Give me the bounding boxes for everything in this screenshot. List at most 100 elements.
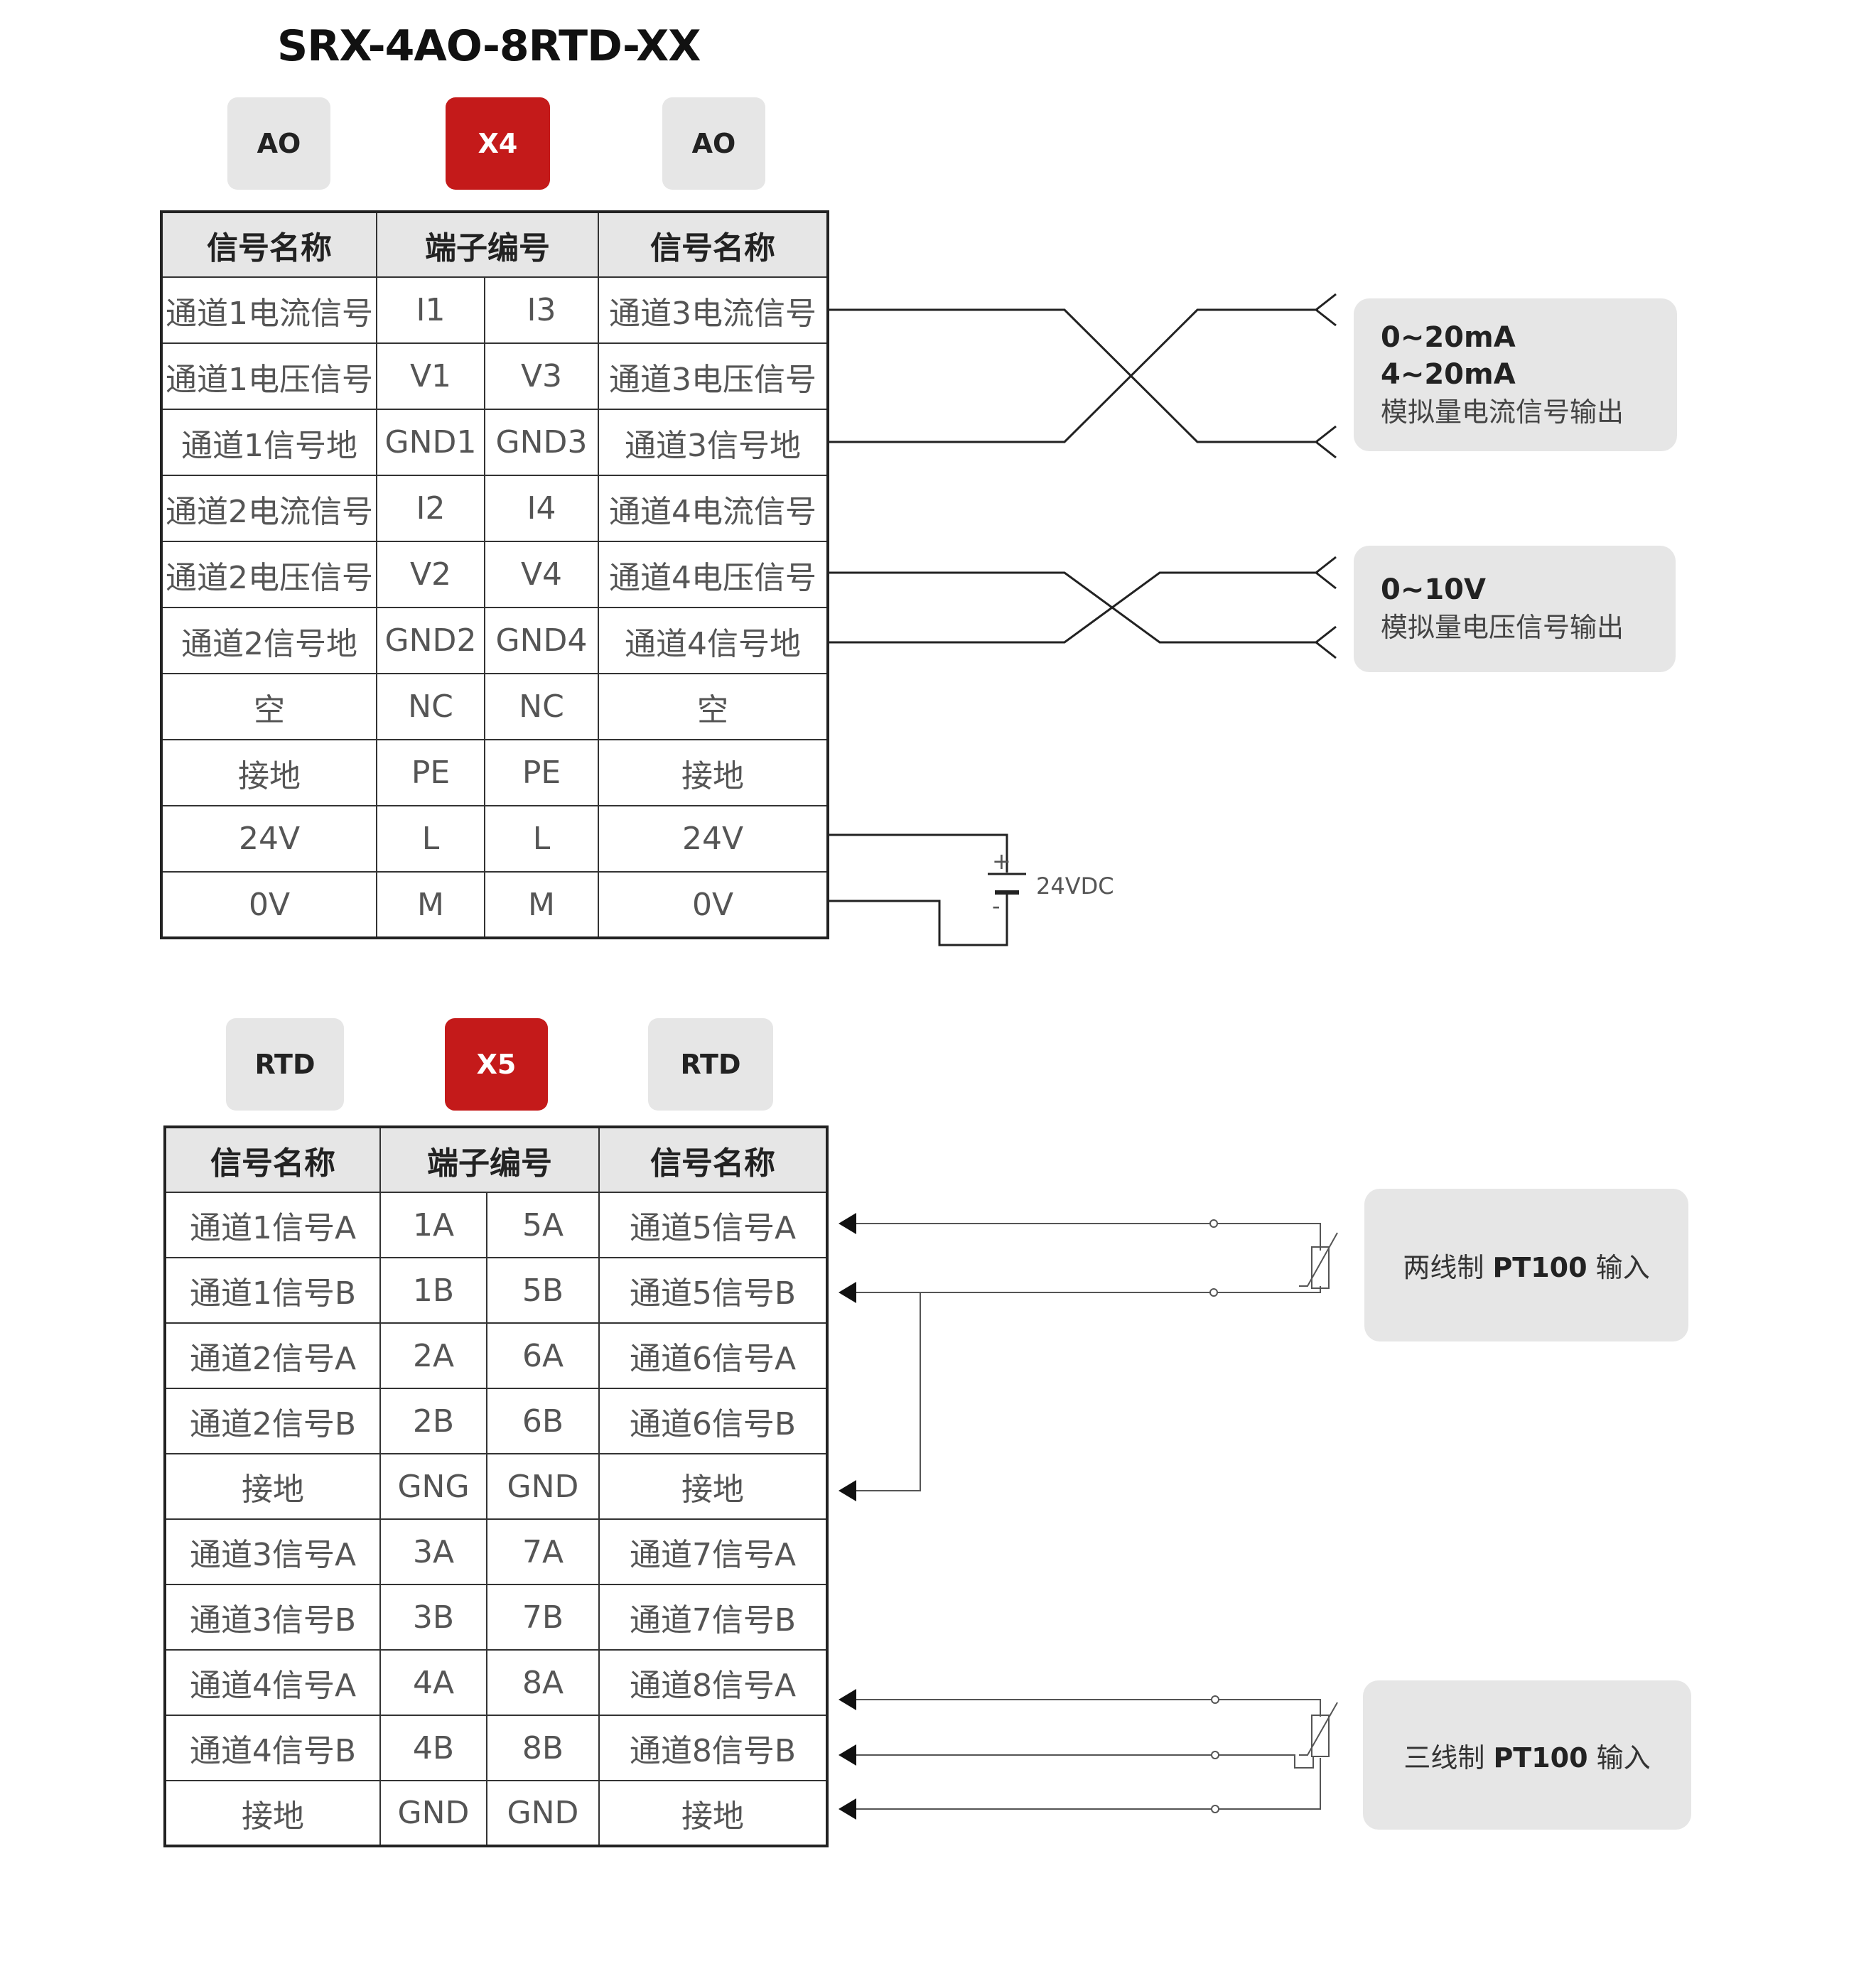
signal-left-cell: 通道1电流信号: [161, 276, 377, 344]
node-3w-b: [1211, 1751, 1219, 1759]
supply-label: 24VDC: [1036, 873, 1114, 900]
node-2w-b: [1209, 1288, 1218, 1297]
tag-rtd-right: RTD: [648, 1018, 773, 1111]
wire-current-b: [829, 308, 1318, 443]
terminal-left-cell: 4B: [379, 1715, 487, 1781]
signal-right-cell: 通道4信号地: [598, 607, 829, 674]
resistor-3w: [1311, 1715, 1330, 1757]
signal-right-cell: 通道5信号A: [598, 1192, 828, 1258]
terminal-left-cell: I1: [376, 276, 485, 344]
header-signal-right: 信号名称: [598, 1126, 828, 1193]
callout-two-wire-suffix: 输入: [1587, 1252, 1650, 1283]
signal-left-cell: 接地: [161, 739, 377, 806]
signal-right-cell: 通道8信号A: [598, 1649, 828, 1716]
signal-left-cell: 通道2信号地: [161, 607, 377, 674]
signal-right-cell: 通道6信号A: [598, 1322, 828, 1389]
wire-voltage-b: [829, 571, 1318, 644]
signal-right-cell: 0V: [598, 871, 829, 939]
terminal-right-cell: 8A: [486, 1649, 600, 1716]
signal-right-cell: 通道3电压信号: [598, 342, 829, 410]
wire-3w-signal-b: [849, 1754, 1314, 1769]
callout-current-line1: 0~20mA: [1381, 320, 1516, 354]
connector-voltage-bottom: [1314, 625, 1337, 659]
signal-right-cell: 接地: [598, 739, 829, 806]
table-header-row: 信号名称 端子编号 信号名称: [161, 211, 829, 278]
wire-3w-signal-a: [849, 1699, 1321, 1717]
signal-right-cell: 通道5信号B: [598, 1257, 828, 1324]
signal-left-cell: 通道1信号B: [164, 1257, 381, 1324]
callout-three-wire-pt100: 三线制 PT100 输入: [1363, 1680, 1691, 1830]
terminal-left-cell: 1A: [379, 1192, 487, 1258]
header-terminal: 端子编号: [376, 211, 599, 278]
header-signal-left: 信号名称: [164, 1126, 381, 1193]
header-terminal: 端子编号: [379, 1126, 600, 1193]
signal-left-cell: 0V: [161, 871, 377, 939]
signal-right-cell: 接地: [598, 1453, 828, 1520]
terminal-right-cell: I3: [484, 276, 599, 344]
header-signal-left: 信号名称: [161, 211, 377, 278]
signal-left-cell: 通道2电压信号: [161, 541, 377, 608]
signal-left-cell: 通道4信号B: [164, 1715, 381, 1781]
terminal-right-cell: GND: [486, 1780, 600, 1847]
terminal-right-cell: GND4: [484, 607, 599, 674]
terminal-left-cell: I2: [376, 475, 485, 542]
arrow-4a: [839, 1689, 856, 1710]
signal-left-cell: 通道3信号A: [164, 1518, 381, 1585]
callout-three-wire-prefix: 三线制: [1403, 1742, 1494, 1773]
terminal-right-cell: PE: [484, 739, 599, 806]
terminal-left-cell: GNG: [379, 1453, 487, 1520]
terminal-right-cell: GND3: [484, 409, 599, 476]
terminal-left-cell: 3B: [379, 1584, 487, 1651]
signal-right-cell: 通道7信号A: [598, 1518, 828, 1585]
signal-left-cell: 接地: [164, 1780, 381, 1847]
arrow-gnd: [839, 1480, 856, 1501]
table-header-row: 信号名称 端子编号 信号名称: [164, 1126, 828, 1193]
tag-x5: X5: [445, 1018, 548, 1111]
terminal-right-cell: I4: [484, 475, 599, 542]
page-title: SRX-4AO-8RTD-XX: [277, 21, 701, 71]
terminal-left-cell: GND: [379, 1780, 487, 1847]
arrow-1b: [839, 1282, 856, 1303]
node-2w-a: [1209, 1219, 1218, 1228]
signal-left-cell: 通道3信号B: [164, 1584, 381, 1651]
callout-two-wire-prefix: 两线制: [1403, 1252, 1493, 1283]
callout-voltage-line2: 模拟量电压信号输出: [1381, 612, 1624, 643]
callout-current-line3: 模拟量电流信号输出: [1381, 396, 1624, 428]
connector-current-top: [1314, 293, 1337, 327]
battery-minus: -: [992, 892, 1001, 919]
callout-two-wire-bold: PT100: [1492, 1252, 1587, 1283]
resistor-2w-arrow: [1299, 1232, 1338, 1287]
wire-supply-positive: [829, 833, 1008, 873]
callout-voltage-line1: 0~10V: [1381, 573, 1486, 606]
terminal-right-cell: V3: [484, 342, 599, 410]
signal-left-cell: 通道1信号地: [161, 409, 377, 476]
tag-x4: X4: [446, 97, 550, 190]
connector-current-bottom: [1314, 425, 1337, 459]
terminal-right-cell: 5B: [486, 1257, 600, 1324]
wire-current-a: [829, 308, 1318, 443]
tag-rtd-left: RTD: [226, 1018, 344, 1111]
signal-right-cell: 24V: [598, 805, 829, 873]
terminal-right-cell: 8B: [486, 1715, 600, 1781]
signal-left-cell: 空: [161, 673, 377, 740]
terminal-right-cell: V4: [484, 541, 599, 608]
terminal-left-cell: M: [376, 871, 485, 939]
callout-two-wire-pt100: 两线制 PT100 输入: [1364, 1189, 1688, 1341]
terminal-left-cell: L: [376, 805, 485, 873]
callout-voltage-output: 0~10V 模拟量电压信号输出: [1354, 546, 1676, 672]
wire-2w-ground: [849, 1292, 921, 1491]
terminal-right-cell: 6B: [486, 1388, 600, 1454]
